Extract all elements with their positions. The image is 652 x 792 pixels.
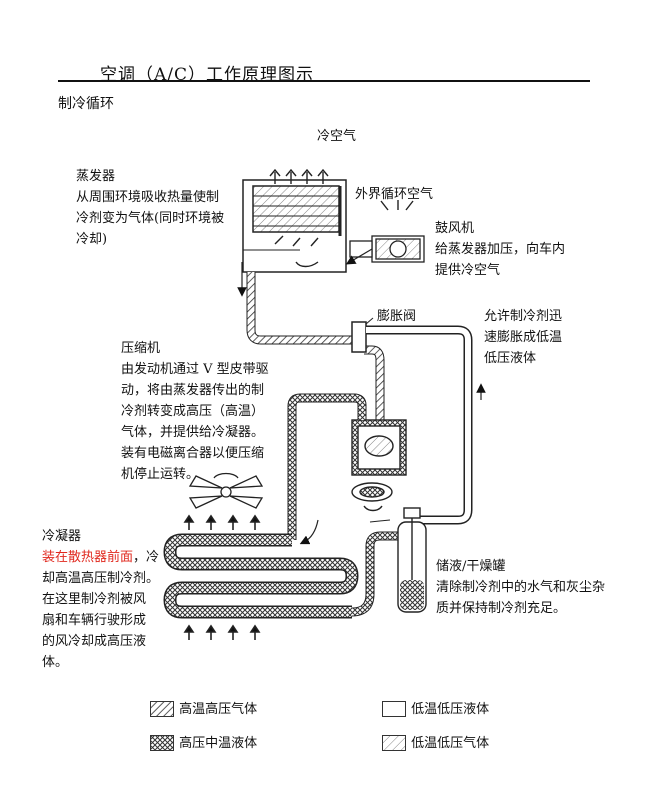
legend-swatch-crosshatch bbox=[150, 734, 174, 751]
blower-fan bbox=[349, 235, 425, 263]
compressor-desc-line: 机停止运转。 bbox=[121, 467, 200, 482]
compressor-title: 压缩机 bbox=[121, 341, 161, 356]
legend-item-cold-liquid: 低温低压液体 bbox=[382, 698, 489, 720]
expansion-desc-line: 低压液体 bbox=[484, 351, 537, 366]
condenser-desc-line: 在这里制冷剂被风 bbox=[42, 592, 147, 607]
legend-item-warm-liquid: 高压中温液体 bbox=[150, 732, 257, 754]
legend-swatch-diagonal-dense bbox=[150, 700, 174, 717]
expansion-valve bbox=[351, 321, 367, 353]
legend-item-cold-gas: 低温低压气体 bbox=[382, 732, 489, 754]
receiver-block: 储液/干燥罐 清除制冷剂中的水气和灰尘杂 质并保持制冷剂充足。 bbox=[436, 556, 605, 619]
condenser-bottom-arrows bbox=[183, 624, 261, 640]
condenser-air-arrows bbox=[183, 514, 261, 530]
condenser-block: 冷凝器 装在散热器前面，冷 却高温高压制冷剂。 在这里制冷剂被风 扇和车辆行驶形… bbox=[42, 526, 159, 673]
legend-label: 高压中温液体 bbox=[179, 736, 258, 751]
condenser-desc-line: 扇和车辆行驶形成 bbox=[42, 613, 147, 628]
expansion-desc-line: 允许制冷剂迅 bbox=[484, 309, 563, 324]
condenser-coil bbox=[163, 533, 359, 619]
blower-desc-line: 给蒸发器加压，向车内 bbox=[435, 242, 566, 257]
evaporator bbox=[252, 185, 342, 236]
condenser-red-tail: ，冷 bbox=[133, 550, 160, 565]
compressor-desc-line: 冷剂转变成高压（高温） bbox=[121, 404, 265, 419]
evaporator-title: 蒸发器 bbox=[76, 169, 116, 184]
compressor-block: 压缩机 由发动机通过 V 型皮带驱 动，将由蒸发器传出的制 冷剂转变成高压（高温… bbox=[121, 338, 269, 485]
compressor-desc-line: 动，将由蒸发器传出的制 bbox=[121, 383, 265, 398]
evaporator-housing bbox=[242, 179, 347, 273]
expansion-block: 允许制冷剂迅 速膨胀成低温 低压液体 bbox=[484, 306, 562, 369]
condenser-fan bbox=[188, 472, 264, 509]
liquid-line bbox=[366, 325, 473, 525]
blower-desc-line: 提供冷空气 bbox=[435, 263, 501, 278]
condenser-red-note: 装在散热器前面 bbox=[42, 550, 134, 565]
receiver-title: 储液/干燥罐 bbox=[436, 559, 506, 574]
cold-air-arrows bbox=[269, 168, 329, 184]
expansion-valve-label: 膨胀阀 bbox=[377, 309, 417, 324]
blower-title: 鼓风机 bbox=[435, 221, 475, 236]
legend-label: 低温低压液体 bbox=[411, 702, 490, 717]
condenser-title: 冷凝器 bbox=[42, 529, 82, 544]
compressor-desc-line: 由发动机通过 V 型皮带驱 bbox=[121, 362, 269, 377]
section-heading: 制冷循环 bbox=[58, 96, 114, 112]
legend-label: 低温低压气体 bbox=[411, 736, 490, 751]
receiver-desc-line: 质并保持制冷剂充足。 bbox=[436, 601, 567, 616]
cold-air-label: 冷空气 bbox=[317, 129, 357, 144]
compressor-desc-line: 气体，并提供给冷凝器。 bbox=[121, 425, 265, 440]
receiver-dryer bbox=[397, 507, 427, 613]
condenser-desc-line: 却高温高压制冷剂。 bbox=[42, 571, 160, 586]
condenser-first-line: 装在散热器前面，冷 bbox=[42, 547, 159, 568]
suction-line bbox=[246, 272, 385, 420]
compressor-desc-line: 装有电磁离合器以便压缩 bbox=[121, 446, 265, 461]
evaporator-block: 蒸发器 从周围环境吸收热量使制 冷剂变为气体(同时环境被 冷却) bbox=[76, 166, 224, 250]
legend-swatch-blank bbox=[382, 700, 406, 717]
legend-item-hot-gas: 高温高压气体 bbox=[150, 698, 257, 720]
discharge-line bbox=[287, 393, 367, 540]
legend-label: 高温高压气体 bbox=[179, 702, 258, 717]
outside-air-label: 外界循环空气 bbox=[355, 187, 434, 202]
blower-block: 鼓风机 给蒸发器加压，向车内 提供冷空气 bbox=[435, 218, 565, 281]
receiver-desc-line: 清除制冷剂中的水气和灰尘杂 bbox=[436, 580, 606, 595]
evaporator-desc-line: 冷剂变为气体(同时环境被 bbox=[76, 211, 225, 226]
title-underline bbox=[58, 80, 590, 82]
compressor bbox=[351, 419, 407, 512]
condenser-outlet-line bbox=[351, 531, 398, 617]
condenser-desc-line: 的风冷却成高压液 bbox=[42, 634, 147, 649]
condenser-desc-line: 体。 bbox=[42, 655, 69, 670]
evaporator-desc-line: 冷却) bbox=[76, 232, 108, 247]
legend-swatch-diagonal-light bbox=[382, 734, 406, 751]
expansion-desc-line: 速膨胀成低温 bbox=[484, 330, 563, 345]
evaporator-desc-line: 从周围环境吸收热量使制 bbox=[76, 190, 220, 205]
